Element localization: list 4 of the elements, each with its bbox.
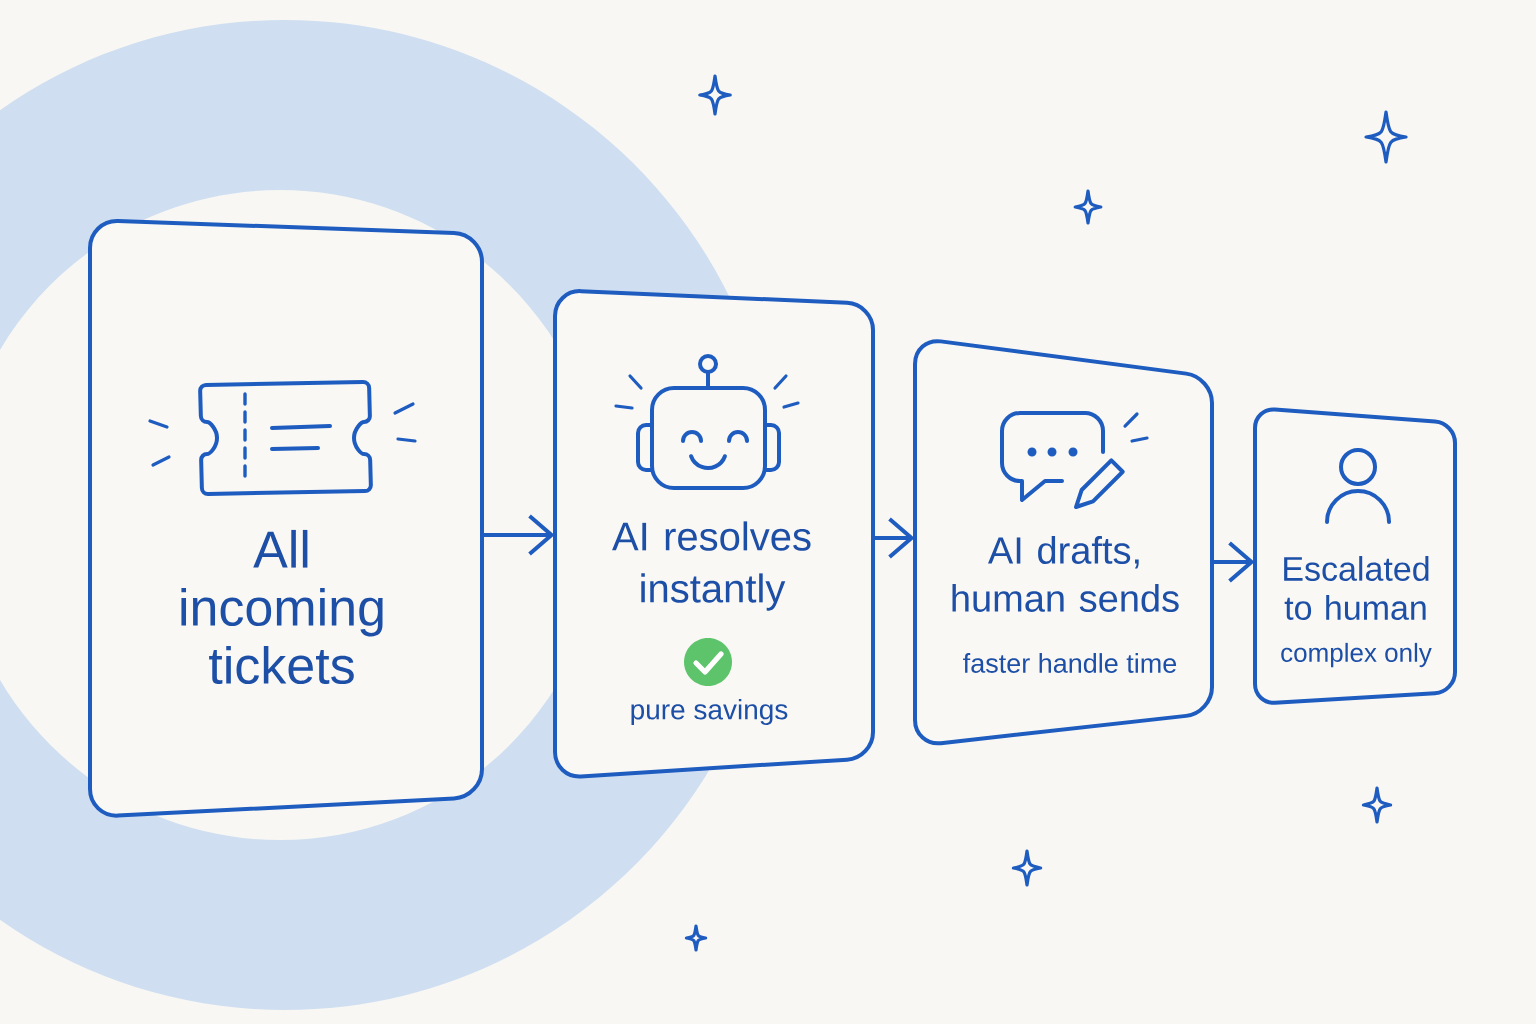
process-box: AI resolves instantly pure savings bbox=[553, 289, 875, 779]
process-box: Escalated to human complex only bbox=[1253, 407, 1457, 705]
process-box: All incoming tickets bbox=[88, 219, 484, 818]
process-box: AI drafts, human sends faster handle time bbox=[913, 339, 1214, 746]
